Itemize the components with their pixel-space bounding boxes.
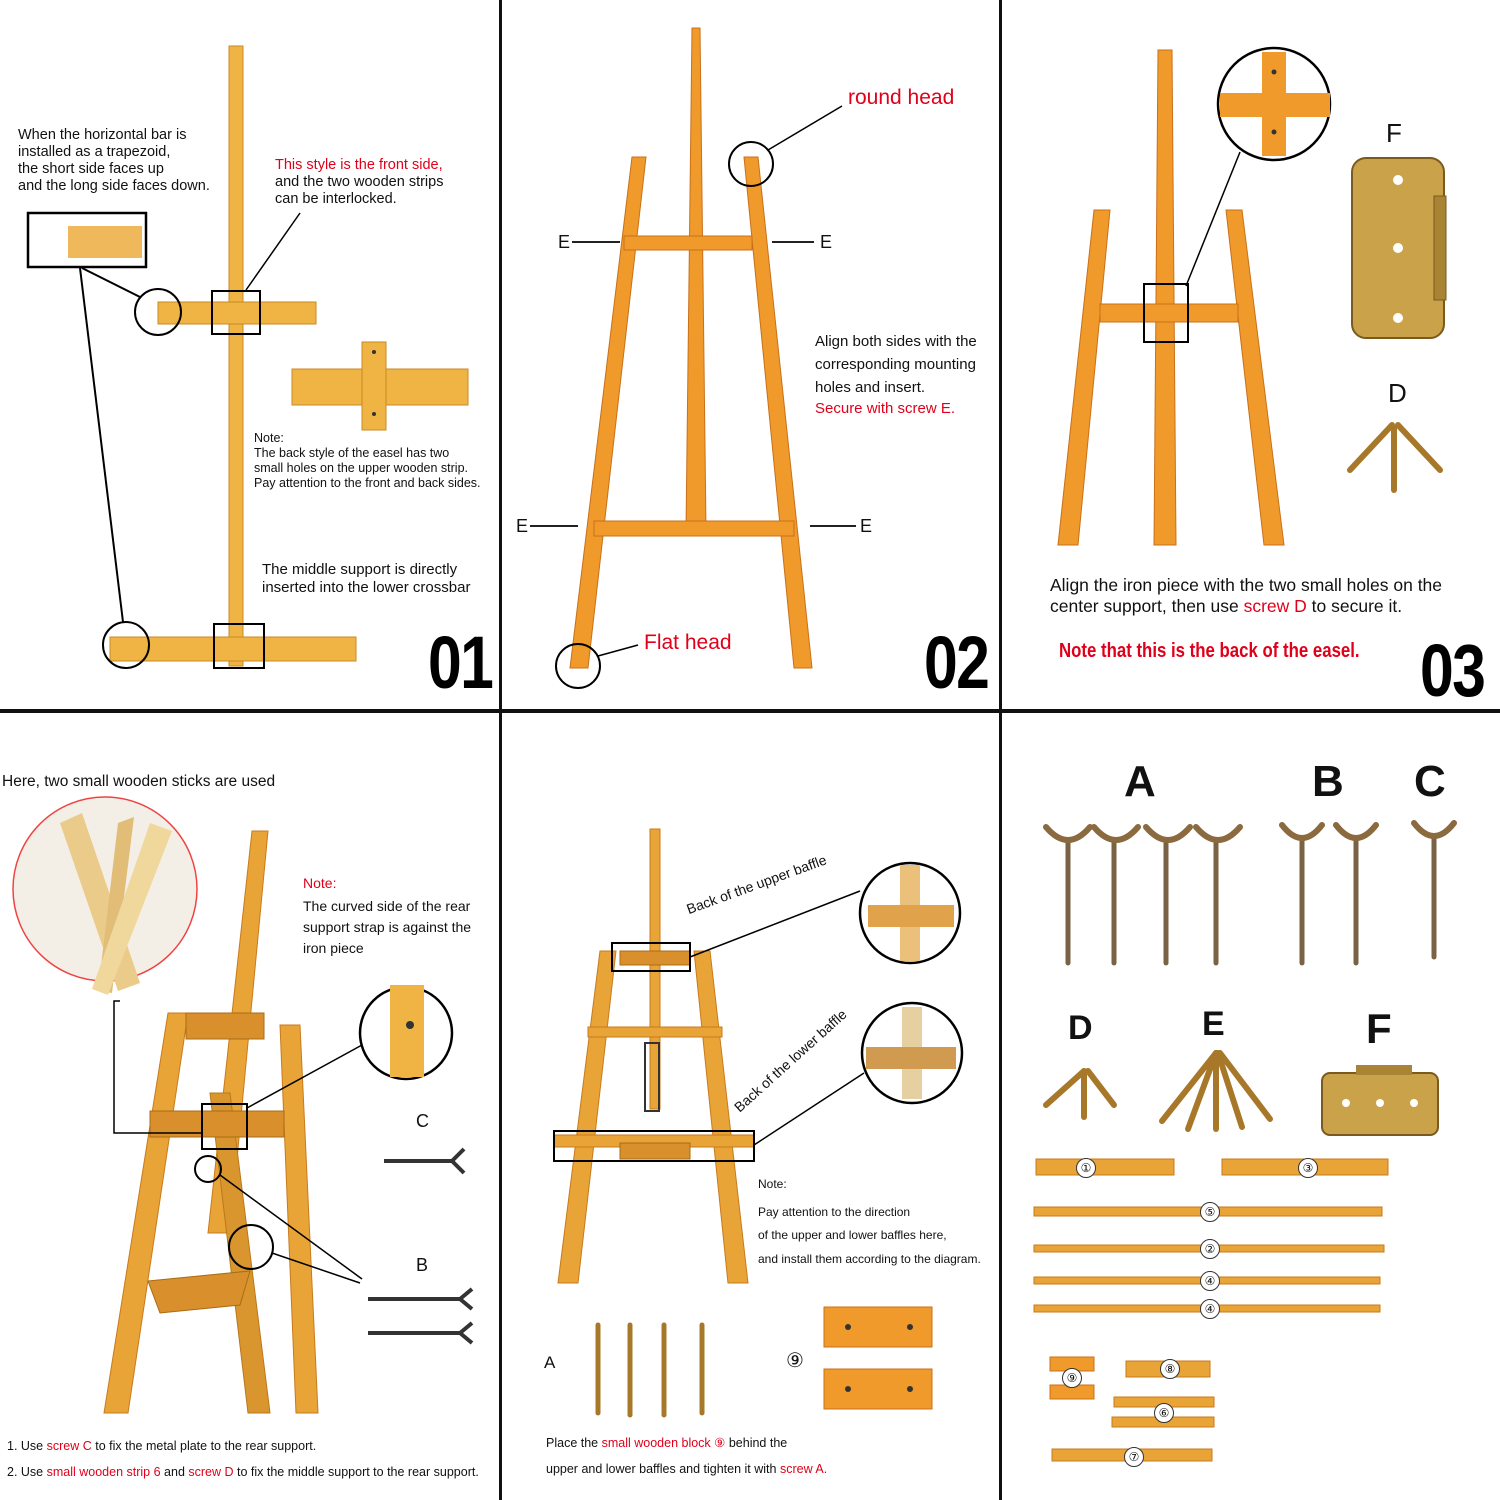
panel-step-05: Back of the upper baffle Back of the low… <box>502 713 999 1500</box>
round-head-label: round head <box>848 86 955 109</box>
panel-step-01: When the horizontal bar is installed as … <box>0 0 499 709</box>
part-4a: ④ <box>1200 1271 1220 1291</box>
align-iron-text: Align the iron piece with the two small … <box>1050 575 1442 618</box>
label-a: A <box>1124 757 1156 806</box>
e-label-upper-right: E <box>820 232 833 252</box>
step-number: 01 <box>428 621 494 704</box>
screw-a-label: screw A. <box>779 1462 828 1476</box>
intro-text: When the horizontal bar is installed as … <box>18 127 210 195</box>
interlock-text: and the two wooden strips can be interlo… <box>275 174 444 208</box>
label-d: D <box>1068 1009 1093 1047</box>
e-label-upper-left: E <box>558 232 571 252</box>
label-b: B <box>1312 757 1344 806</box>
easel-assembly-diagram <box>530 27 856 689</box>
baffle-diagram <box>553 828 964 1418</box>
note-body: The back style of the easel has two smal… <box>254 446 481 490</box>
step-number: 02 <box>924 621 990 704</box>
label-f: F <box>1366 1005 1392 1052</box>
place-text-line1: Place the small wooden block ⑨ behind th… <box>546 1436 787 1451</box>
flat-head-label: Flat head <box>644 631 732 654</box>
easel-front-diagram <box>26 45 469 669</box>
back-note: Note that this is the back of the easel. <box>1059 640 1360 662</box>
part-4b: ④ <box>1200 1299 1220 1319</box>
screw-d-label: screw D <box>1243 596 1307 617</box>
panel-parts-list: A B C D E F ① ③ ⑤ ② ④ ④ ⑨ ⑧ ⑥ ⑦ <box>1002 713 1500 1500</box>
wooden-block-9-label: small wooden block ⑨ <box>601 1436 726 1450</box>
divider-horizontal <box>0 709 1500 713</box>
label-c: C <box>416 1111 429 1131</box>
screw-d-label: screw D <box>188 1465 234 1479</box>
part-3: ③ <box>1298 1158 1318 1178</box>
label-9: ⑨ <box>786 1348 804 1372</box>
label-f: F <box>1386 118 1402 148</box>
label-a: A <box>544 1353 556 1372</box>
note-body: The curved side of the rear support stra… <box>303 898 472 956</box>
part-2: ② <box>1200 1239 1220 1259</box>
e-label-lower-right: E <box>860 516 873 536</box>
instruction-1-part1: 1. Use <box>7 1439 47 1453</box>
heading: Here, two small wooden sticks are used <box>2 773 276 790</box>
middle-support-text: The middle support is directly inserted … <box>262 561 471 596</box>
screw-c-label: screw C <box>46 1439 92 1453</box>
note-title: Note: <box>303 875 337 891</box>
align-iron-part1: Align the iron piece with the two small … <box>1050 575 1443 617</box>
note-title: Note: <box>758 1177 787 1191</box>
part-8: ⑧ <box>1160 1359 1180 1379</box>
part-6: ⑥ <box>1154 1403 1174 1423</box>
instruction-2-part1: 2. Use <box>7 1465 47 1479</box>
instruction-2-part3: to fix the middle support to the rear su… <box>233 1465 479 1479</box>
align-iron-part2: to secure it. <box>1306 596 1403 617</box>
e-label-lower-left: E <box>516 516 529 536</box>
part-7: ⑦ <box>1124 1447 1144 1467</box>
front-side-label: This style is the front side, <box>275 157 443 173</box>
align-text: Align both sides with the corresponding … <box>815 333 977 396</box>
instruction-2: 2. Use small wooden strip 6 and screw D … <box>7 1465 479 1480</box>
place-part2: behind the <box>725 1436 788 1450</box>
place-text-line2: upper and lower baffles and tighten it w… <box>546 1462 827 1477</box>
note-title: Note: <box>254 431 284 445</box>
label-d: D <box>1388 378 1407 408</box>
instruction-2-part2: and <box>160 1465 189 1479</box>
divider-vertical-right <box>999 0 1002 1500</box>
panel-step-02: round head Flat head E E E E Align both … <box>502 0 999 709</box>
part-5: ⑤ <box>1200 1202 1220 1222</box>
label-e: E <box>1202 1005 1225 1043</box>
instruction-1-part2: to fix the metal plate to the rear suppo… <box>91 1439 317 1453</box>
step-number: 03 <box>1420 629 1486 712</box>
divider-vertical-left <box>499 0 502 1500</box>
panel-step-03: F D Align the iron piece with the two sm… <box>1002 0 1500 712</box>
part-9: ⑨ <box>1062 1368 1082 1388</box>
wooden-strip-6-label: small wooden strip 6 <box>46 1465 161 1479</box>
place-part1: Place the <box>546 1436 602 1450</box>
label-b: B <box>416 1255 429 1275</box>
panel-step-04: Here, two small wooden sticks are used N… <box>0 713 499 1500</box>
part-1: ① <box>1076 1158 1096 1178</box>
note-body: Pay attention to the direction of the up… <box>758 1205 981 1266</box>
instruction-1: 1. Use screw C to fix the metal plate to… <box>7 1439 316 1454</box>
secure-text: Secure with screw E. <box>815 400 956 417</box>
place-part3: upper and lower baffles and tighten it w… <box>546 1462 780 1476</box>
rear-support-diagram <box>12 796 474 1414</box>
label-c: C <box>1414 757 1446 806</box>
easel-back-diagram <box>1057 46 1447 546</box>
